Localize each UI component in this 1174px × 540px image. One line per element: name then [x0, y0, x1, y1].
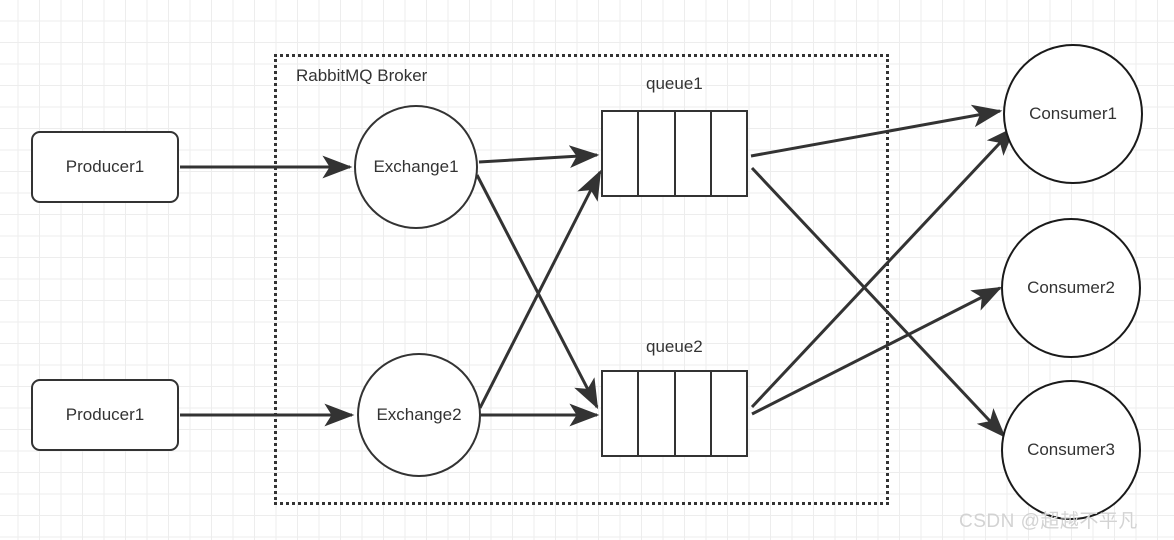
- producer-node-2[interactable]: Producer1: [31, 379, 179, 451]
- queue-cell: [603, 372, 640, 455]
- queue-cell: [639, 372, 676, 455]
- queue-cell: [712, 372, 746, 455]
- exchange-node-1[interactable]: Exchange1: [354, 105, 478, 229]
- consumer-node-2-label: Consumer2: [1027, 277, 1115, 297]
- queue-cell: [676, 372, 712, 455]
- queue-cell: [603, 112, 640, 195]
- exchange-node-2[interactable]: Exchange2: [357, 353, 481, 477]
- producer-node-2-label: Producer1: [65, 404, 145, 424]
- consumer-node-1-label: Consumer1: [1029, 103, 1117, 123]
- queue-node-1[interactable]: [601, 110, 748, 197]
- producer-node-1[interactable]: Producer1: [31, 131, 179, 203]
- exchange-node-1-label: Exchange1: [373, 156, 459, 176]
- queue-node-2-label: queue2: [646, 337, 703, 356]
- consumer-node-2[interactable]: Consumer2: [1001, 218, 1141, 358]
- queue-node-2[interactable]: [601, 370, 748, 457]
- rabbitmq-broker-label: RabbitMQ Broker: [296, 66, 428, 85]
- consumer-node-3-label: Consumer3: [1027, 439, 1115, 459]
- queue-cell: [676, 112, 712, 195]
- producer-node-1-label: Producer1: [65, 156, 145, 176]
- exchange-node-2-label: Exchange2: [376, 404, 462, 424]
- rabbitmq-broker-boundary: [274, 54, 889, 505]
- queue-cell: [639, 112, 676, 195]
- queue-node-1-label: queue1: [646, 74, 703, 93]
- consumer-node-1[interactable]: Consumer1: [1003, 44, 1143, 184]
- consumer-node-3[interactable]: Consumer3: [1001, 380, 1141, 520]
- queue-cell: [712, 112, 746, 195]
- csdn-watermark: CSDN @超越不平凡: [959, 511, 1138, 532]
